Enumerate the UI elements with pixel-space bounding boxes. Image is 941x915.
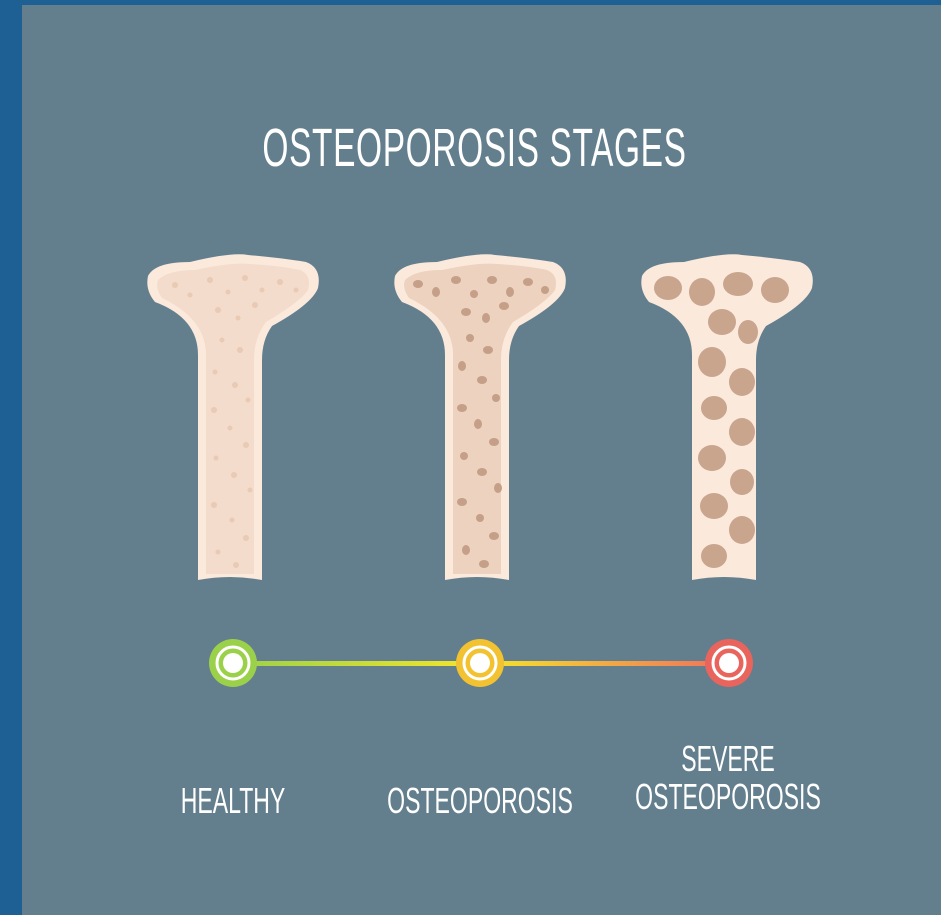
severe-osteoporosis-marker bbox=[705, 639, 753, 687]
stage-label-severe-osteoporosis: SEVERE OSTEOPOROSIS bbox=[632, 740, 824, 816]
healthy-bone bbox=[147, 254, 318, 580]
healthy-marker bbox=[209, 639, 257, 687]
stage-label-osteoporosis: OSTEOPOROSIS bbox=[384, 782, 576, 820]
severe-osteoporosis-bone bbox=[641, 254, 812, 580]
osteoporosis-marker bbox=[456, 639, 504, 687]
osteoporosis-bone bbox=[394, 254, 565, 580]
stage-label-healthy: HEALTHY bbox=[156, 782, 310, 820]
